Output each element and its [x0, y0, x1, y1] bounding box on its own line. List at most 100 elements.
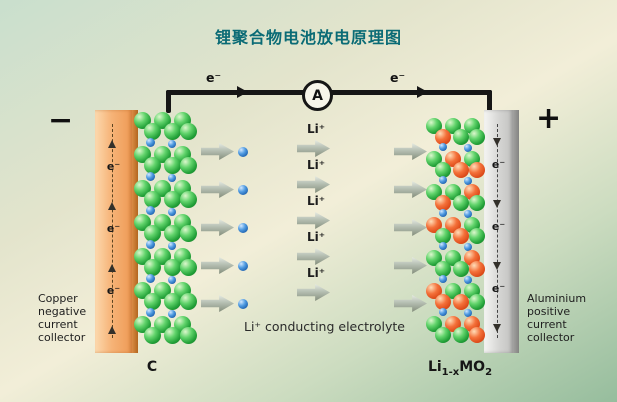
li-ion-label: Li⁺ [306, 122, 326, 136]
aluminium-collector-edge [513, 110, 519, 353]
electron-down-arrow-icon [493, 324, 501, 332]
li-ion-sphere [168, 140, 176, 148]
li-ion-label: Li⁺ [306, 230, 326, 244]
ion-flow-arrow-icon [297, 140, 330, 157]
li-ion-sphere [146, 274, 155, 283]
metal-oxide-sphere [469, 261, 485, 277]
carbon-sphere [164, 157, 181, 174]
cathode-label-sub: 1-x [441, 366, 460, 378]
metal-oxide-sphere [435, 294, 451, 310]
li-ion-sphere [146, 172, 155, 181]
li-ion-sphere [146, 308, 155, 317]
cathode-label-base: MO [459, 359, 486, 375]
carbon-sphere [435, 228, 451, 244]
li-ion-sphere [464, 309, 472, 317]
li-ion-sphere [439, 308, 447, 316]
carbon-sphere [469, 294, 485, 310]
electron-label: e⁻ [106, 160, 121, 173]
carbon-sphere [453, 195, 469, 211]
carbon-sphere [144, 293, 161, 310]
li-ion-sphere [238, 299, 248, 309]
circuit-wire-left [166, 90, 171, 113]
carbon-sphere [453, 261, 469, 277]
carbon-sphere [435, 261, 451, 277]
electron-label-wire-right: e⁻ [390, 70, 406, 85]
carbon-sphere [453, 327, 469, 343]
carbon-sphere [180, 327, 197, 344]
carbon-sphere [180, 259, 197, 276]
li-ion-sphere [439, 209, 447, 217]
li-ion-label: Li⁺ [306, 266, 326, 280]
li-ion-sphere [146, 240, 155, 249]
cathode-label: Li1-xMO2 [415, 359, 505, 378]
li-ion-sphere [464, 144, 472, 152]
electron-label: e⁻ [491, 282, 506, 295]
copper-collector-caption: Copper negative current collector [38, 292, 86, 344]
metal-oxide-sphere [453, 228, 469, 244]
carbon-sphere [469, 228, 485, 244]
carbon-sphere [180, 225, 197, 242]
ion-flow-arrow-icon [297, 212, 330, 229]
electrolyte-caption: Li⁺ conducting electrolyte [244, 319, 405, 334]
electron-up-arrow-icon [108, 202, 116, 210]
negative-terminal: − [48, 103, 74, 138]
electron-label: e⁻ [491, 158, 506, 171]
ion-flow-arrow-icon [394, 295, 427, 312]
li-ion-sphere [168, 174, 176, 182]
carbon-sphere [164, 293, 181, 310]
caption-line: current [38, 318, 78, 331]
li-ion-label: Li⁺ [306, 194, 326, 208]
li-ion-sphere [238, 261, 248, 271]
ion-flow-arrow-icon [297, 176, 330, 193]
electron-label-wire-left: e⁻ [206, 70, 222, 85]
metal-oxide-sphere [469, 162, 485, 178]
electron-up-arrow-icon [108, 140, 116, 148]
electron-up-arrow-icon [108, 264, 116, 272]
li-ion-sphere [464, 276, 472, 284]
li-ion-sphere [238, 223, 248, 233]
ammeter-label: A [312, 87, 323, 104]
carbon-sphere [164, 225, 181, 242]
anode-label: C [146, 359, 158, 375]
ion-flow-arrow-icon [201, 219, 234, 236]
electron-label: e⁻ [106, 222, 121, 235]
caption-line: Aluminium [527, 292, 587, 305]
electron-label: e⁻ [106, 284, 121, 297]
cathode-label-base: Li [427, 359, 442, 375]
metal-oxide-sphere [453, 162, 469, 178]
carbon-sphere [435, 327, 451, 343]
carbon-sphere [469, 129, 485, 145]
graphite-electrode [134, 112, 198, 352]
li-ion-sphere [464, 177, 472, 185]
li-ion-sphere [238, 147, 248, 157]
li-ion-sphere [168, 208, 176, 216]
carbon-sphere [164, 259, 181, 276]
carbon-sphere [180, 123, 197, 140]
cathode-label-sub: 2 [485, 366, 493, 378]
li-ion-sphere [439, 176, 447, 184]
ion-flow-arrow-icon [394, 181, 427, 198]
carbon-sphere [180, 157, 197, 174]
carbon-sphere [144, 123, 161, 140]
electron-down-arrow-icon [493, 200, 501, 208]
cathode-electrode [426, 118, 486, 352]
ion-flow-arrow-icon [394, 257, 427, 274]
li-ion-sphere [439, 242, 447, 250]
ammeter: A [302, 80, 333, 111]
carbon-sphere [435, 162, 451, 178]
li-ion-sphere [439, 143, 447, 151]
electron-down-arrow-icon [493, 262, 501, 270]
li-ion-sphere [439, 275, 447, 283]
metal-oxide-sphere [435, 195, 451, 211]
carbon-sphere [144, 191, 161, 208]
caption-line: negative [38, 305, 87, 318]
carbon-sphere [144, 225, 161, 242]
caption-line: Copper [38, 292, 78, 305]
circuit-wire-right [487, 90, 492, 113]
carbon-sphere [453, 129, 469, 145]
carbon-sphere [164, 123, 181, 140]
ion-flow-arrow-icon [394, 143, 427, 160]
metal-oxide-sphere [435, 129, 451, 145]
metal-oxide-sphere [453, 294, 469, 310]
